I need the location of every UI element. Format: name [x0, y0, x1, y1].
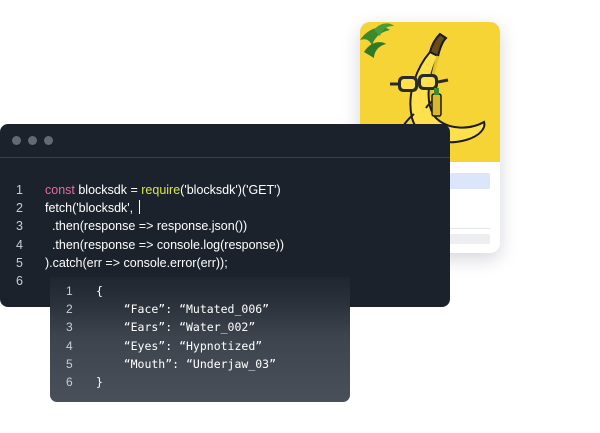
code-token: .then(response => response.json())	[45, 219, 248, 234]
text-caret	[138, 200, 141, 215]
window-titlebar	[0, 124, 450, 158]
line-number: 2	[16, 201, 23, 216]
code-text: fetch('blocksdk',	[45, 199, 141, 217]
line-number: 6	[16, 274, 23, 288]
window-minimize-dot[interactable]	[28, 136, 37, 145]
response-text: “Face”: “Mutated_006”	[96, 302, 270, 317]
code-token: fetch('blocksdk',	[45, 201, 137, 216]
code-text: const blocksdk = require('blocksdk')('GE…	[45, 181, 281, 199]
line-number: 6	[66, 375, 73, 389]
code-token: ).catch(err => console.error(err));	[45, 255, 228, 270]
line-number: 1	[16, 183, 23, 197]
response-text: “Ears”: “Water_002”	[96, 320, 256, 335]
line-number: 3	[66, 320, 73, 335]
response-text: {	[96, 284, 103, 298]
code-editor-window[interactable]: 1 const blocksdk = require('blocksdk')('G…	[0, 124, 450, 307]
code-token: ('blocksdk')('GET')	[180, 183, 281, 197]
line-number: 4	[16, 237, 23, 252]
response-output-panel: 1 {2 “Face”: “Mutated_006” 3 “Ears”: “Wate…	[50, 277, 350, 402]
window-maximize-dot[interactable]	[44, 136, 53, 145]
code-token: .then(response => console.log(response))	[45, 237, 285, 252]
code-token: const	[45, 183, 79, 197]
code-token: =	[130, 183, 142, 197]
response-text: “Mouth”: “Underjaw_03”	[96, 356, 277, 371]
line-number: 5	[66, 356, 73, 371]
line-number: 5	[16, 255, 23, 270]
line-number: 2	[66, 302, 73, 317]
line-number: 1	[66, 284, 73, 298]
line-number: 4	[66, 338, 73, 353]
response-text: “Eyes”: “Hypnotized”	[96, 338, 263, 353]
code-text: ).catch(err => console.error(err));	[45, 254, 228, 272]
code-text: .then(response => response.json())	[45, 217, 247, 235]
window-close-dot[interactable]	[12, 136, 21, 145]
line-number: 3	[16, 219, 23, 234]
code-token: blocksdk	[78, 183, 131, 197]
response-text: }	[96, 375, 103, 389]
code-text: .then(response => console.log(response))	[45, 236, 284, 254]
card-price-placeholder	[436, 234, 490, 244]
code-token: require	[141, 183, 181, 197]
